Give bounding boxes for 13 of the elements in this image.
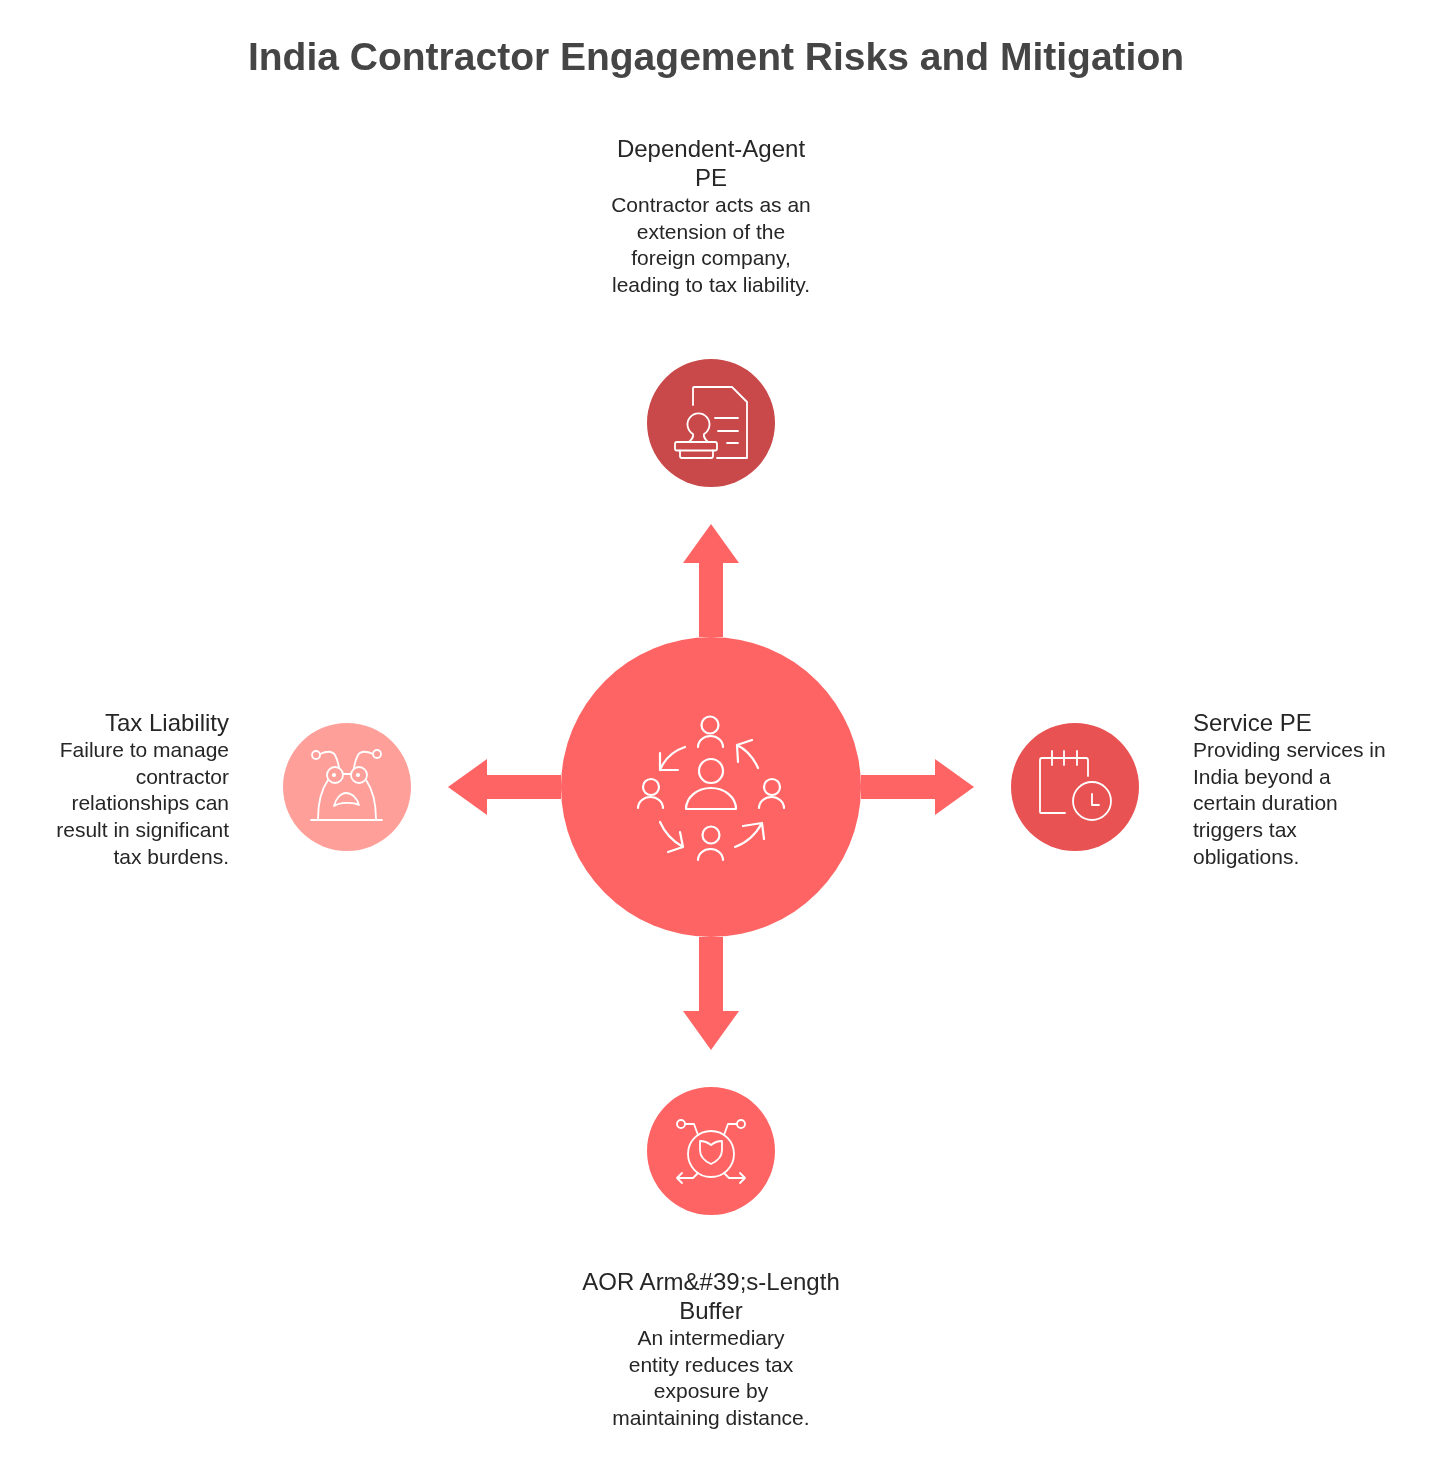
node-title: Service PE — [1193, 708, 1313, 737]
node-description: An intermediary entity reduces tax exposure by maintaining distance. — [611, 1325, 811, 1432]
node-title: Tax Liability — [103, 708, 229, 737]
arrow — [861, 759, 974, 815]
diagram-title: India Contractor Engagement Risks and Mitigation — [247, 34, 1185, 80]
node-description: Failure to manage contractor relationships can result in significant tax burdens. — [55, 737, 229, 870]
arrow — [683, 524, 739, 637]
node-title: Dependent-Agent PE — [615, 134, 807, 192]
node-description: Contractor acts as an extension of the foreign company, leading to tax liability. — [610, 192, 812, 299]
node-title: AOR Arm&#39;s-Length Buffer — [581, 1267, 841, 1325]
node-description: Providing services in India beyond a certain duration triggers tax obligations. — [1193, 737, 1387, 870]
arrow — [448, 759, 561, 815]
arrow — [683, 937, 739, 1050]
